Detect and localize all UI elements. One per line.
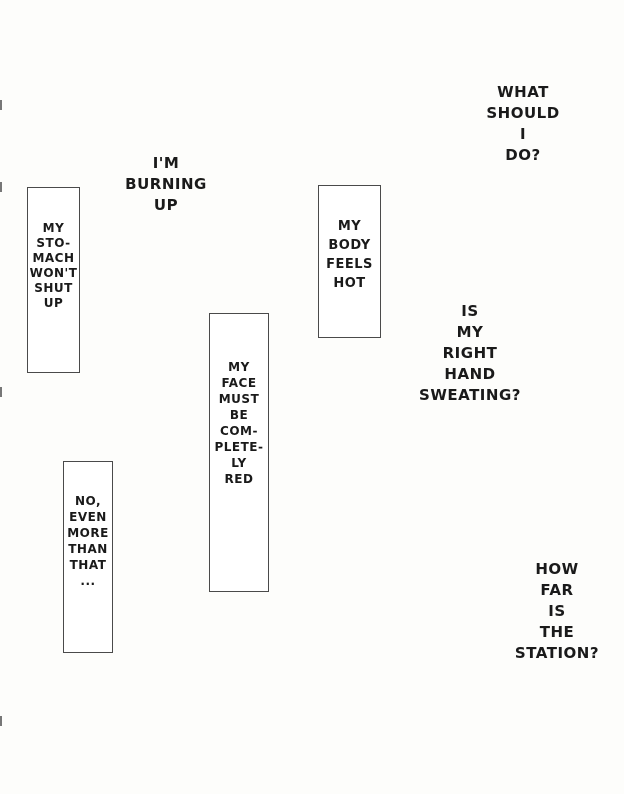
caption-line: RED [224, 472, 254, 486]
caption-line: SHOULD [486, 104, 560, 122]
edge-mark [0, 387, 2, 397]
caption-burning-up: I'M BURNING UP [117, 153, 215, 216]
caption-line: BURNING [125, 175, 207, 193]
caption-line: BODY [328, 238, 371, 253]
caption-box-even-more: NO, EVEN MORE THAN THAT ... [63, 461, 113, 653]
caption-is-my-right-hand-sweating: IS MY RIGHT HAND SWEATING? [405, 301, 535, 406]
caption-line: MY [42, 221, 65, 235]
caption-line: MACH [32, 251, 75, 265]
caption-line: UP [43, 296, 64, 310]
caption-line: WHAT [497, 83, 549, 101]
caption-line: HOT [333, 276, 366, 291]
caption-line: FAR [540, 581, 574, 599]
caption-line: EVEN [69, 510, 107, 524]
caption-line: COM- [220, 424, 258, 438]
caption-line: MORE [67, 526, 109, 540]
caption-line: HOW [535, 560, 579, 578]
caption-line: I'M [152, 154, 180, 172]
box-text: MY BODY FEELS HOT [319, 217, 380, 293]
box-text: MY STO- MACH WON'T SHUT UP [28, 221, 79, 311]
caption-line: MY [228, 360, 250, 374]
caption-line: MY [337, 219, 362, 234]
caption-box-body-hot: MY BODY FEELS HOT [318, 185, 381, 338]
caption-line: BE [229, 408, 249, 422]
caption-line: PLETE- [214, 440, 264, 454]
caption-line: FEELS [326, 257, 373, 272]
caption-line: WON'T [29, 266, 78, 280]
caption-line: RIGHT [442, 344, 498, 362]
caption-line: THE [539, 623, 575, 641]
caption-how-far-is-the-station: HOW FAR IS THE STATION? [503, 559, 611, 664]
caption-line: MY [456, 323, 484, 341]
caption-line: THAN [68, 542, 108, 556]
caption-line: FACE [221, 376, 257, 390]
caption-line: SHUT [34, 281, 73, 295]
caption-line: NO, [74, 494, 102, 508]
caption-line: THAT [69, 558, 107, 572]
caption-box-stomach: MY STO- MACH WON'T SHUT UP [27, 187, 80, 373]
caption-box-face-red: MY FACE MUST BE COM- PLETE- LY RED [209, 313, 269, 592]
caption-line: IS [461, 302, 479, 320]
caption-line: STO- [36, 236, 71, 250]
caption-line: HAND [444, 365, 496, 383]
caption-line: MUST [218, 392, 260, 406]
edge-mark [0, 100, 2, 110]
caption-line: IS [548, 602, 566, 620]
caption-what-should-i-do: WHAT SHOULD I DO? [478, 82, 568, 166]
caption-line: LY [231, 456, 247, 470]
box-text: MY FACE MUST BE COM- PLETE- LY RED [210, 359, 268, 487]
caption-line: ... [80, 574, 96, 588]
caption-line: UP [153, 196, 179, 214]
edge-mark [0, 716, 2, 726]
box-text: NO, EVEN MORE THAN THAT ... [64, 493, 112, 589]
caption-line: I [519, 125, 527, 143]
caption-line: SWEATING? [419, 386, 521, 404]
caption-line: DO? [505, 146, 541, 164]
edge-mark [0, 182, 2, 192]
caption-line: STATION? [514, 644, 600, 662]
